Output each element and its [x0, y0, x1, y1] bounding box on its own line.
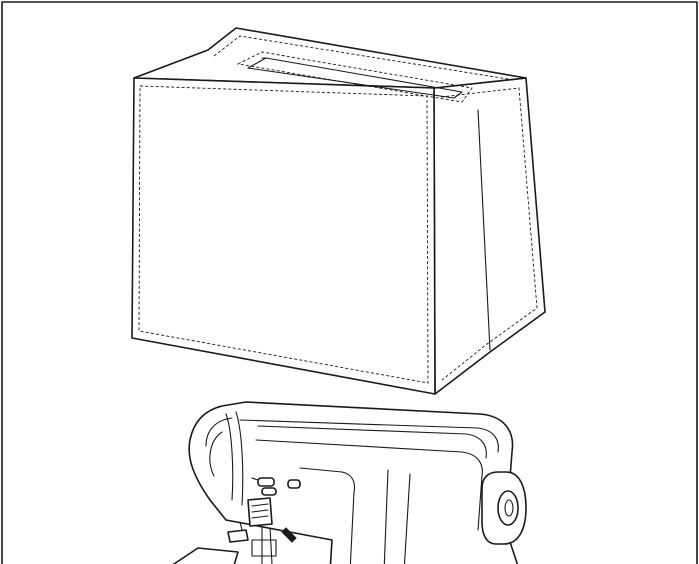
- cover-front-panel: [131, 77, 436, 395]
- needle-button-2: [261, 487, 277, 496]
- machine-pillar-line-2: [403, 473, 411, 564]
- machine-head-contour: [205, 417, 233, 447]
- machine-bed: [172, 547, 239, 564]
- dust-cover: [131, 27, 546, 395]
- machine-head-band-2: [235, 411, 244, 506]
- machine-top-ridge: [239, 419, 499, 453]
- machine-head-band: [225, 413, 234, 501]
- sewing-machine: [172, 401, 527, 564]
- cover-side-stitching: [440, 87, 538, 381]
- machine-top-ridge-inner: [257, 425, 487, 459]
- cover-top-panel: [133, 27, 527, 89]
- cover-front-stitching: [138, 85, 429, 384]
- machine-head-contour-2: [209, 431, 223, 477]
- needle-button-3: [287, 479, 301, 489]
- cover-side-fold: [477, 109, 491, 351]
- needle-bar-assembly: [227, 497, 297, 564]
- machine-front-panel: [255, 439, 483, 531]
- machine-pillar-line: [383, 469, 389, 564]
- cover-top-stitching: [213, 35, 515, 81]
- machine-front-panel-inner: [299, 467, 356, 564]
- hand-wheel: [481, 471, 527, 545]
- needle-button-1: [257, 477, 275, 487]
- cover-handle-slot: [236, 51, 473, 103]
- thread-guide: [251, 477, 259, 481]
